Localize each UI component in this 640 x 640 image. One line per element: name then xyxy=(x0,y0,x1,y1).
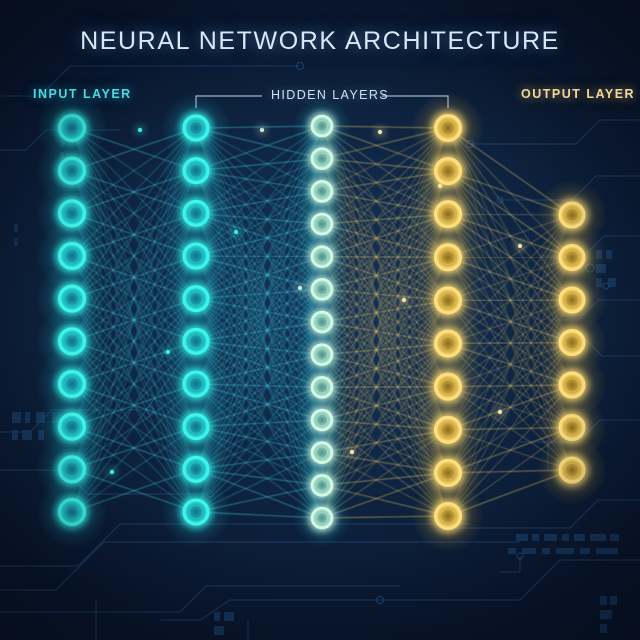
input-layer-label: INPUT LAYER xyxy=(33,87,132,101)
page-title: NEURAL NETWORK ARCHITECTURE xyxy=(80,27,560,55)
hidden-layers-label: HIDDEN LAYERS xyxy=(271,88,389,102)
output-layer-label: OUTPUT LAYER xyxy=(521,87,636,101)
